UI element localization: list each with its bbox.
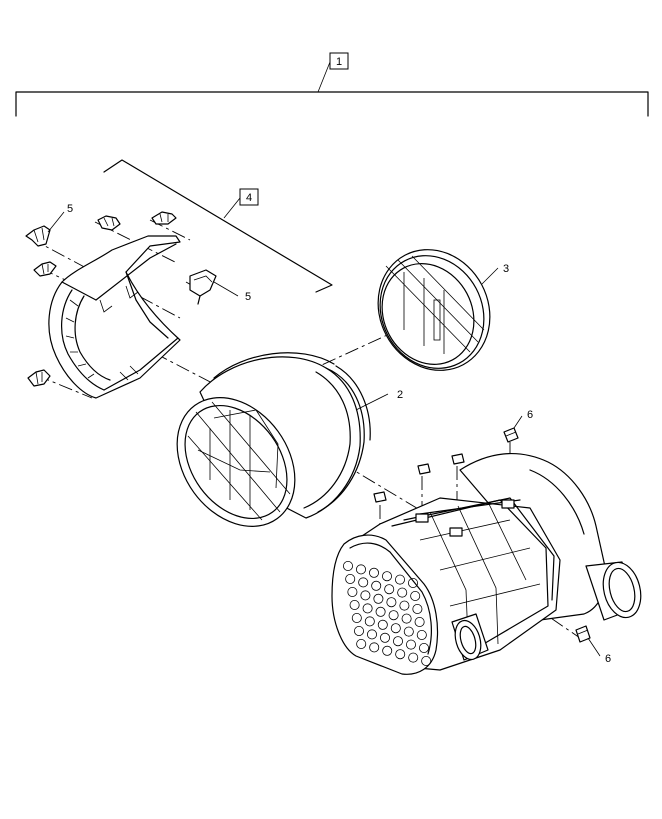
safety-filter-part: 3	[377, 249, 509, 371]
cover-hole	[360, 590, 371, 601]
cover-hole	[351, 613, 362, 624]
cover-hole	[353, 626, 364, 637]
callout-3: 3	[503, 263, 509, 275]
cover-hole	[407, 578, 418, 589]
cover-hole	[410, 591, 421, 602]
vacuator-valve-parts: 6 6	[373, 409, 611, 665]
cover-hole	[355, 564, 366, 575]
filter-shroud-part	[48, 235, 181, 399]
cover-hole	[369, 642, 380, 653]
cover-hole	[403, 626, 414, 637]
cover-hole	[371, 580, 382, 591]
cover-hole	[394, 574, 405, 585]
cover-hole	[384, 584, 395, 595]
cover-hole	[390, 623, 401, 634]
cover-hole	[401, 613, 412, 624]
cover-hole	[418, 643, 429, 654]
cover-hole	[379, 632, 390, 643]
cover-hole	[366, 629, 377, 640]
cover-hole	[347, 587, 358, 598]
retaining-clip-parts	[25, 211, 217, 387]
cover-hole	[356, 639, 367, 650]
cover-hole	[381, 571, 392, 582]
cover-hole	[412, 604, 423, 615]
cover-hole	[364, 616, 375, 627]
cover-hole	[342, 561, 353, 572]
callout-5-right: 5	[245, 291, 251, 303]
assembly-bracket: 1	[15, 52, 649, 117]
callout-6-top: 6	[527, 409, 533, 421]
cover-hole	[408, 652, 419, 663]
cover-hole	[349, 600, 360, 611]
cover-hole	[414, 617, 425, 628]
cover-hole	[362, 603, 373, 614]
cover-hole	[358, 577, 369, 588]
cover-hole-pattern	[342, 561, 432, 667]
primary-filter-part: 2	[176, 352, 403, 527]
callout-4: 4	[246, 192, 252, 204]
callout-5-left: 5	[67, 203, 73, 215]
kit-bracket: 4	[103, 159, 333, 293]
callout-2: 2	[397, 389, 403, 401]
cover-hole	[392, 636, 403, 647]
cover-hole	[421, 656, 432, 667]
cover-hole	[388, 610, 399, 621]
cover-hole	[345, 574, 356, 585]
cover-hole	[382, 645, 393, 656]
cover-hole	[377, 619, 388, 630]
callout-6-bottom: 6	[605, 653, 611, 665]
cover-hole	[368, 567, 379, 578]
cover-hole	[405, 639, 416, 650]
cover-hole	[416, 630, 427, 641]
air-cleaner-housing-part	[331, 452, 642, 675]
cover-hole	[375, 606, 386, 617]
cover-hole	[397, 587, 408, 598]
clip-callouts: 5 5	[47, 203, 251, 303]
cover-hole	[399, 600, 410, 611]
cover-hole	[395, 649, 406, 660]
cover-hole	[386, 597, 397, 608]
callout-1: 1	[336, 56, 342, 68]
cover-hole	[373, 593, 384, 604]
